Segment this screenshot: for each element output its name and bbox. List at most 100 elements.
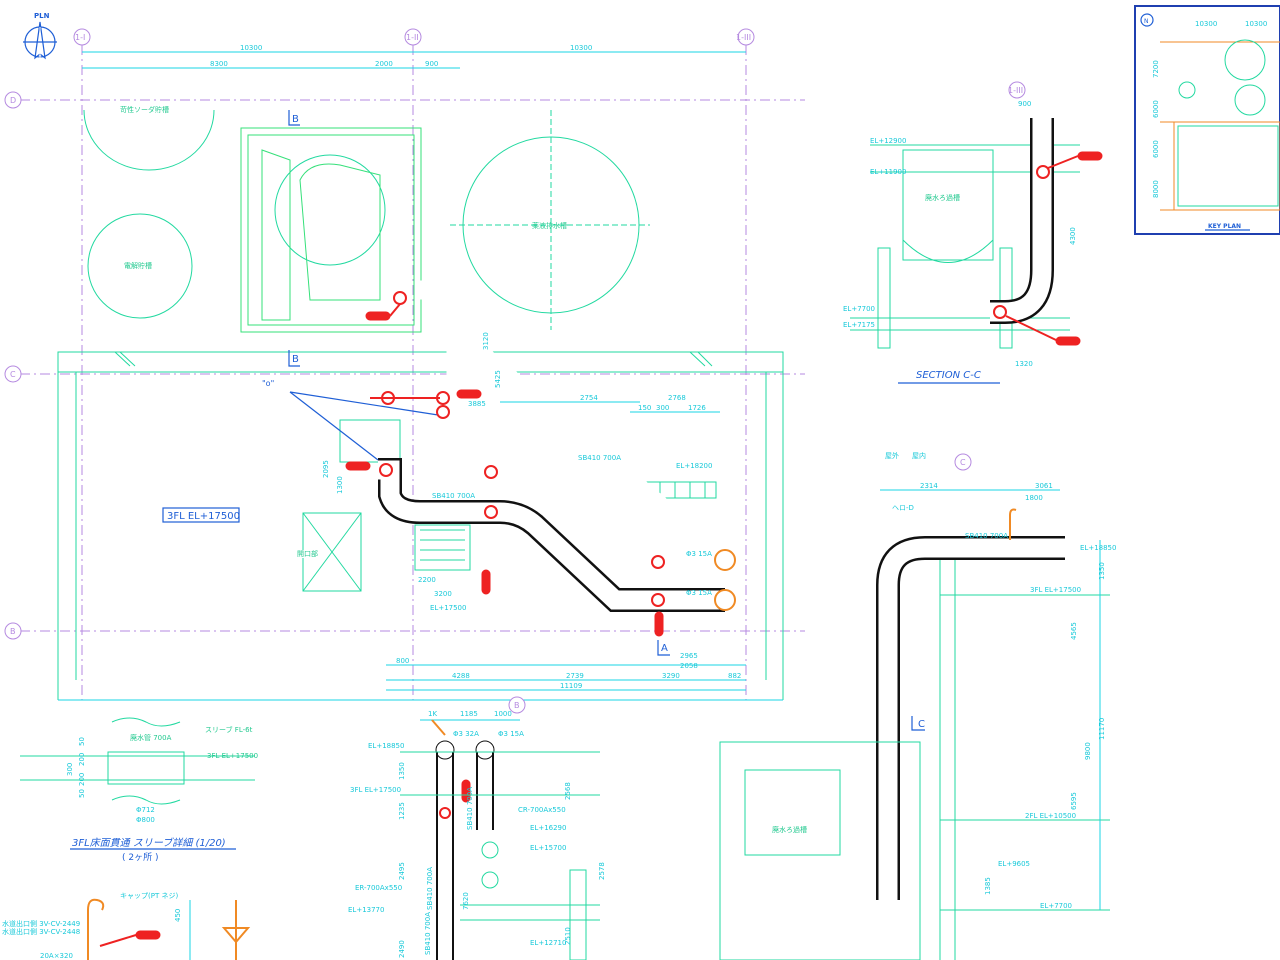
section-right-el-1: EL+18850 bbox=[1080, 544, 1116, 552]
section-right-dim-2: 3061 bbox=[1035, 482, 1053, 490]
pipe-route-plan bbox=[378, 280, 736, 612]
section-b-dim-2: 1185 bbox=[460, 710, 478, 718]
key-plan-dim-1: 10300 bbox=[1195, 20, 1217, 28]
section-b-dim-s6: 7620 bbox=[462, 892, 470, 910]
section-b-dim-s7: 2510 bbox=[564, 927, 572, 945]
dim-mid-8: 1300 bbox=[336, 476, 344, 494]
section-b-el-4: EL+15700 bbox=[530, 844, 566, 852]
sleeve-title: 3FL床面貫通 スリーブ詳細 (1/20) bbox=[72, 837, 226, 849]
tank-label-2: 電解貯槽 bbox=[124, 261, 152, 270]
floor-label-box: 3FL EL+17500 bbox=[162, 507, 240, 523]
section-right-label-in: 屋内 bbox=[912, 451, 926, 460]
detail-bottom-left: キャップ(PT ネジ) 水道出口側 3V-CV-2449 水道出口側 3V-CV… bbox=[2, 892, 251, 960]
section-cc-el-4: EL+7175 bbox=[843, 321, 875, 329]
section-cc-bubble: 1-III bbox=[1008, 86, 1023, 95]
section-b-el-1: EL+18850 bbox=[368, 742, 404, 750]
dim-bottom-3: 2739 bbox=[566, 672, 584, 680]
pipe-label-3: Φ3 15A bbox=[686, 550, 712, 558]
pipe-labels: SB410 700A SB410 700A Φ3 15A Φ3 15A EL+1… bbox=[262, 379, 712, 612]
grid-bubble-1: 1-I bbox=[75, 33, 85, 42]
dim-bottom-7: 2200 bbox=[418, 576, 436, 584]
detail-bl-label-3: 20A×320 bbox=[40, 952, 73, 960]
dim-bottom-4: 3290 bbox=[662, 672, 680, 680]
section-b-pipe-5: CR-700Ax550 bbox=[518, 806, 566, 814]
dim-top-5: 900 bbox=[425, 60, 438, 68]
sleeve-dim-1: 50 bbox=[78, 737, 86, 746]
detail-bl-label-2: 水道出口側 3V-CV-2448 bbox=[2, 927, 80, 936]
key-plan-title: KEY PLAN bbox=[1208, 223, 1241, 230]
sleeve-dim-4: 300 bbox=[66, 763, 74, 776]
section-right-dim-3: 1800 bbox=[1025, 494, 1043, 502]
key-plan-north: N bbox=[1144, 18, 1149, 25]
dim-mid-3: 1726 bbox=[688, 404, 706, 412]
section-b-note: SB410 700A bbox=[424, 912, 432, 955]
opening-label: 開口部 bbox=[297, 549, 318, 558]
section-cc-dim-top: 900 bbox=[1018, 100, 1031, 108]
floor-opening: 開口部 bbox=[296, 512, 362, 592]
section-cc-dim-side: 4300 bbox=[1069, 227, 1077, 245]
section-b-reducer: ER-700Ax550 bbox=[355, 884, 402, 892]
section-right-bubble: C bbox=[960, 458, 966, 467]
frame-structure bbox=[240, 127, 422, 333]
dim-top-4: 2000 bbox=[375, 60, 393, 68]
key-plan-dim-2: 10300 bbox=[1245, 20, 1267, 28]
section-right-dim-6: 9800 bbox=[1084, 742, 1092, 760]
detail-bl-label-1: 水道出口側 3V-CV-2449 bbox=[2, 919, 80, 928]
sleeve-label-1: 廃水管 700A bbox=[130, 733, 172, 742]
building-outline bbox=[57, 351, 784, 701]
section-b-bubble: B bbox=[514, 701, 520, 710]
sleeve-dim-2: 200 bbox=[78, 753, 86, 766]
sleeve-subtitle: ( 2ヶ所 ) bbox=[122, 852, 158, 863]
section-right-dim-1: 2314 bbox=[920, 482, 938, 490]
section-cc-el-2: EL+11900 bbox=[870, 168, 906, 176]
elevation-label: EL+18200 bbox=[676, 462, 712, 470]
pipe-label-1: SB410 700A bbox=[578, 454, 621, 462]
section-right-dim-4: 1350 bbox=[1098, 562, 1106, 580]
key-plan-dim-5: 6000 bbox=[1152, 140, 1160, 158]
section-b-el-3: EL+16290 bbox=[530, 824, 566, 832]
tank-label-1: 苛性ソーダ貯槽 bbox=[120, 105, 169, 114]
section-right-tank: 廃水ろ過槽 bbox=[772, 825, 807, 834]
section-b-dim-1: 1K bbox=[428, 710, 437, 718]
key-plan: N 10300 10300 7200 6000 6000 8000 KEY PL… bbox=[1134, 5, 1280, 235]
sleeve-dim-3: 200 bbox=[78, 773, 86, 786]
dim-mid-1: 2754 bbox=[580, 394, 598, 402]
dim-mid-9: 3120 bbox=[482, 332, 490, 350]
dim-mid-4: 150 bbox=[638, 404, 651, 412]
floor-label: 3FL EL+17500 bbox=[167, 511, 240, 522]
section-b-dim-s1: 1350 bbox=[398, 762, 406, 780]
dim-top-1: 10300 bbox=[240, 44, 262, 52]
section-b-dim-s4: 2495 bbox=[398, 862, 406, 880]
section-mark-b2: B bbox=[292, 354, 299, 365]
top-dimensions: 10300 10300 8300 2000 900 bbox=[82, 44, 746, 69]
dim-bottom-9: 2058 bbox=[680, 662, 698, 670]
section-b-dim-s8: 2490 bbox=[398, 940, 406, 958]
section-right-label-out: 屋外 bbox=[885, 451, 899, 460]
section-b-el-6: EL+12710 bbox=[530, 939, 566, 947]
el-low-label: EL+17500 bbox=[430, 604, 466, 612]
dim-bottom-10: 2965 bbox=[680, 652, 698, 660]
section-b-dim-s5: 1235 bbox=[398, 802, 406, 820]
sleeve-label-2: スリーブ FL-6t bbox=[205, 725, 253, 734]
section-b-pipe-4: SB410 700A bbox=[426, 867, 434, 910]
section-right-dim-8: 6595 bbox=[1070, 792, 1078, 810]
section-mark-b1: B bbox=[292, 114, 299, 125]
section-cc-tank: 廃水ろ過槽 bbox=[925, 193, 960, 202]
valves bbox=[345, 291, 665, 637]
section-right-pipe: SB410 700A bbox=[965, 532, 1008, 540]
section-right-dim-5: 4565 bbox=[1070, 622, 1078, 640]
dim-top-3: 8300 bbox=[210, 60, 228, 68]
dim-top-2: 10300 bbox=[570, 44, 592, 52]
dim-bottom-5: 882 bbox=[728, 672, 741, 680]
dim-bottom-8: 3200 bbox=[434, 590, 452, 598]
grid-bubble-d: D bbox=[10, 96, 16, 105]
section-right: C 屋外 屋内 2314 3061 1800 SB410 700A EL+188… bbox=[719, 451, 1116, 960]
pipe-label-2: SB410 700A bbox=[432, 492, 475, 500]
section-right-dim-7: 11170 bbox=[1098, 718, 1106, 740]
key-plan-dim-4: 6000 bbox=[1152, 100, 1160, 118]
section-cc-el-1: EL+12900 bbox=[870, 137, 906, 145]
dim-bottom-6: 11109 bbox=[560, 682, 582, 690]
section-mark-a2: A bbox=[661, 643, 668, 654]
north-arrow-icon: PLN bbox=[23, 12, 57, 60]
